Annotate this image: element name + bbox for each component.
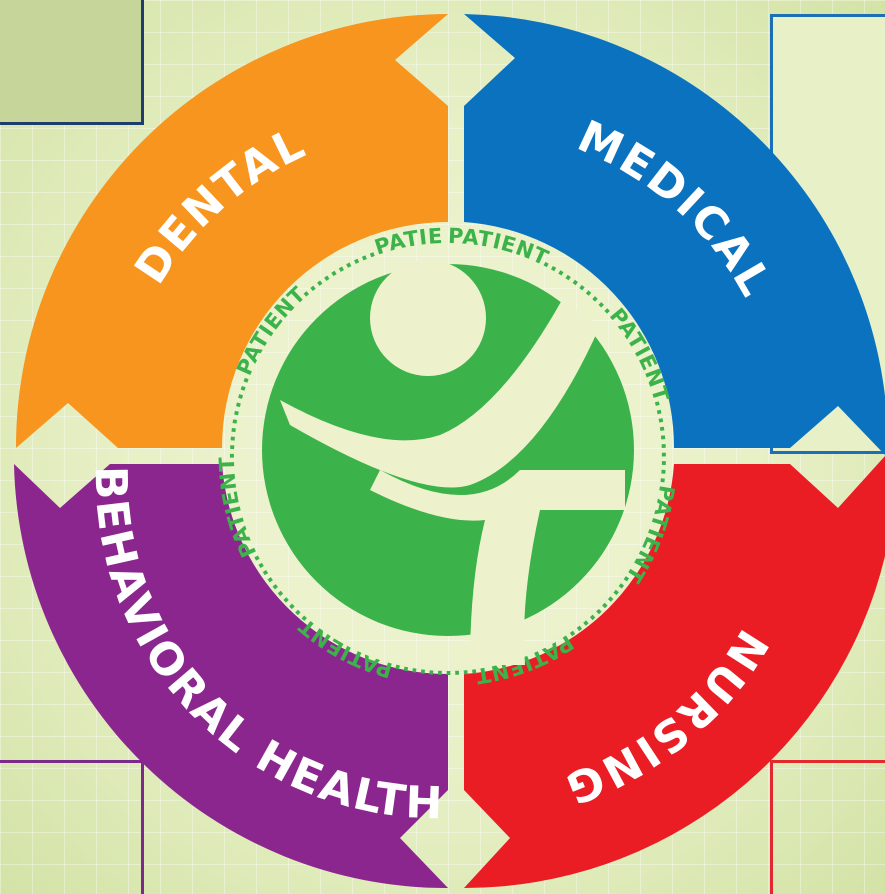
behavioral-segment bbox=[14, 464, 448, 889]
nursing-segment bbox=[464, 456, 885, 888]
bottom-left-frame bbox=[0, 760, 144, 894]
person-figure-icon bbox=[280, 260, 625, 665]
dental-segment bbox=[15, 14, 449, 448]
medical-segment bbox=[464, 14, 885, 455]
bottom-right-frame bbox=[770, 760, 885, 894]
top-left-frame bbox=[0, 0, 144, 125]
